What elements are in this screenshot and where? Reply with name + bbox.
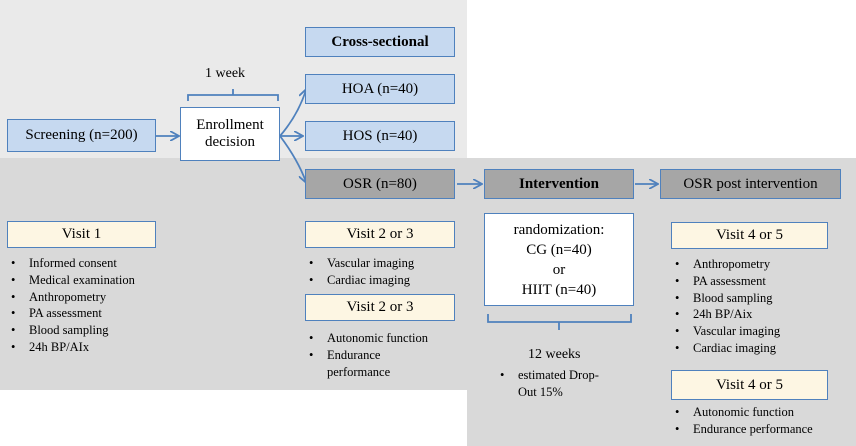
osr-box: OSR (n=80) (305, 169, 455, 199)
visit23a-title: Visit 2 or 3 (346, 226, 414, 242)
one-week-bracket (187, 89, 279, 101)
visit45b-title: Visit 4 or 5 (715, 376, 784, 393)
screening-label: Screening (n=200) (25, 127, 138, 143)
twelve-weeks-bracket (487, 314, 632, 330)
list-item: Anthropometry (7, 289, 207, 306)
arrow-enrollment-osr (279, 135, 306, 182)
enrollment-label: Enrollment decision (196, 117, 264, 150)
hoa-box: HOA (n=40) (305, 74, 455, 104)
visit45b-header: Visit 4 or 5 (671, 370, 828, 400)
arrow-enrollment-hoa (279, 90, 306, 137)
list-item: Vascular imaging (671, 323, 851, 340)
visit1-header: Visit 1 (7, 221, 156, 248)
osr-post-box: OSR post intervention (660, 169, 841, 199)
hoa-label: HOA (n=40) (341, 80, 419, 97)
list-item: 24h BP/AIx (7, 339, 207, 356)
intervention-label: Intervention (519, 175, 599, 192)
visit23a-list: Vascular imaging Cardiac imaging (305, 255, 465, 289)
hos-box: HOS (n=40) (305, 121, 455, 151)
visit45a-list: Anthropometry PA assessment Blood sampli… (671, 256, 851, 357)
intervention-box: Intervention (484, 169, 634, 199)
list-item: Anthropometry (671, 256, 851, 273)
cross-sectional-label: Cross-sectional (331, 33, 429, 50)
list-item: PA assessment (671, 273, 851, 290)
list-item: Cardiac imaging (305, 272, 465, 289)
list-item: Cardiac imaging (671, 340, 851, 357)
list-item: Blood sampling (7, 322, 207, 339)
visit23b-title: Visit 2 or 3 (346, 299, 414, 315)
randomization-box: randomization: CG (n=40) or HIIT (n=40) (484, 213, 634, 306)
osr-post-label: OSR post intervention (683, 175, 818, 192)
list-item: Informed consent (7, 255, 207, 272)
visit23a-header: Visit 2 or 3 (305, 221, 455, 248)
list-item: PA assessment (7, 305, 207, 322)
list-item: 24h BP/Aix (671, 306, 851, 323)
visit45b-list: Autonomic function Endurance performance (671, 404, 851, 438)
dropout-list: estimated Drop-Out 15% (496, 367, 616, 401)
visit1-list: Informed consent Medical examination Ant… (7, 255, 207, 356)
list-item: Blood sampling (671, 290, 851, 307)
visit23b-list: Autonomic function Endurance performance (305, 330, 430, 380)
visit1-title: Visit 1 (61, 226, 102, 242)
list-item: Endurance performance (671, 421, 851, 438)
twelve-weeks-label: 12 weeks (528, 347, 581, 362)
osr-label: OSR (n=80) (343, 175, 417, 192)
list-item: Endurance performance (305, 347, 430, 381)
list-item: Medical examination (7, 272, 207, 289)
list-item: Vascular imaging (305, 255, 465, 272)
enrollment-box: Enrollment decision (180, 107, 280, 161)
hos-label: HOS (n=40) (342, 127, 418, 144)
list-item: Autonomic function (671, 404, 851, 421)
visit45a-header: Visit 4 or 5 (671, 222, 828, 249)
visit23b-header: Visit 2 or 3 (305, 294, 455, 321)
screening-box: Screening (n=200) (7, 119, 156, 152)
list-item: Autonomic function (305, 330, 430, 347)
randomization-label: randomization: CG (n=40) or HIIT (n=40) (513, 221, 605, 298)
visit45a-title: Visit 4 or 5 (715, 227, 784, 243)
one-week-label: 1 week (205, 66, 246, 81)
dropout-item: estimated Drop-Out 15% (496, 367, 616, 401)
cross-sectional-box: Cross-sectional (305, 27, 455, 57)
